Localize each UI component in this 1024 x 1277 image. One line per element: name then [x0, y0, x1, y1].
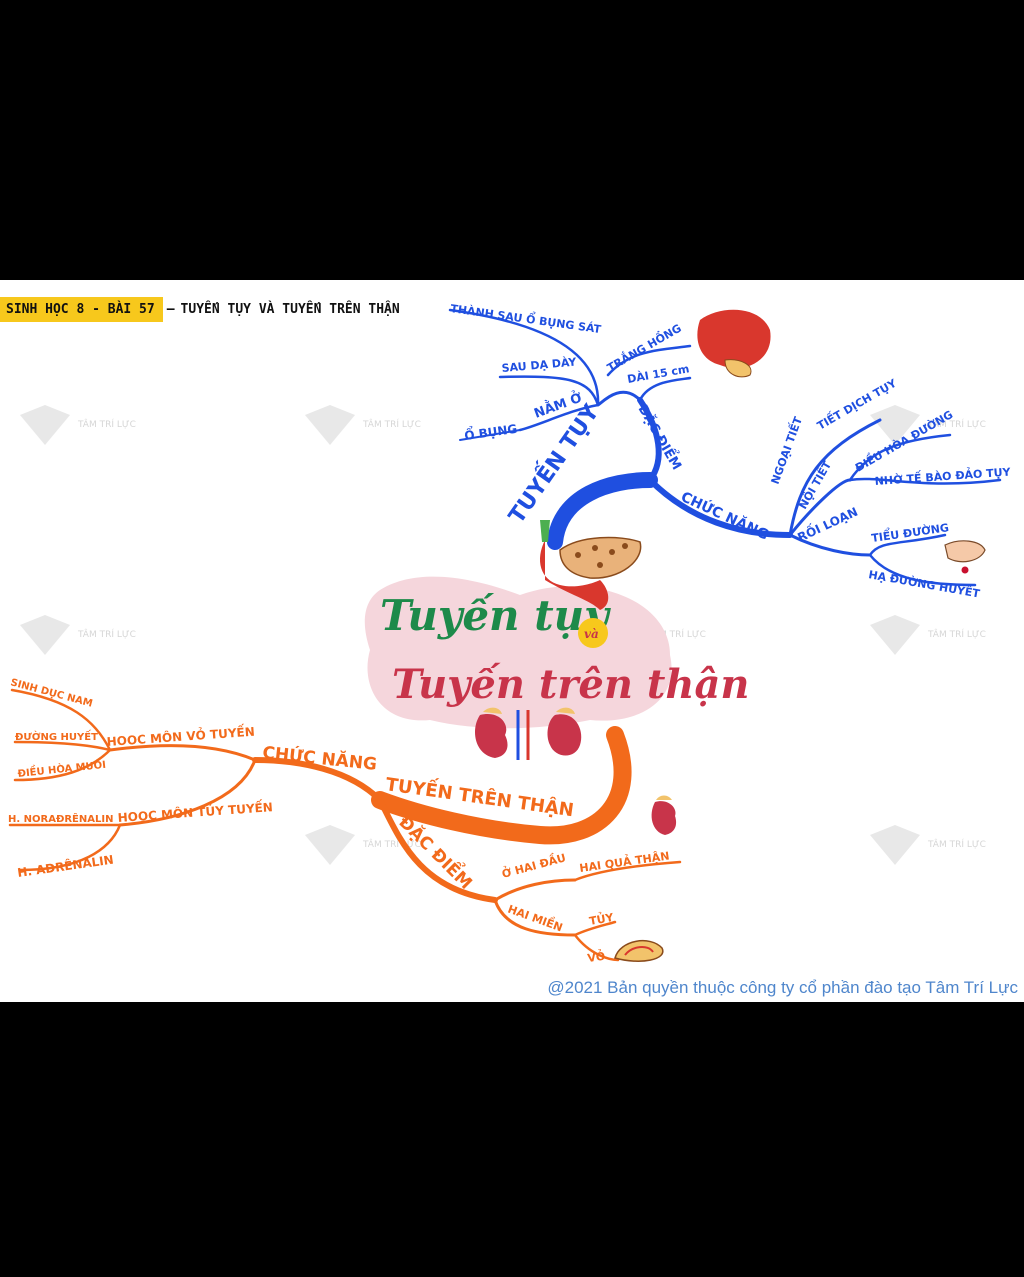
adrenal-zone-item-2: VỎ — [586, 949, 606, 965]
svg-text:TÂM TRÍ LỰC: TÂM TRÍ LỰC — [77, 628, 136, 640]
pancreas-location-item-1: THÀNH SAU Ổ BỤNG SÁT — [450, 300, 603, 336]
mind-map-sheet: TÂM TRÍ LỰC TÂM TRÍ LỰC TÂM TRÍ LỰC TÂM … — [0, 280, 1024, 1002]
pancreas-endocrine-label: NỘI TIẾT — [795, 458, 835, 512]
adrenal-zones-label: HAI MIỀN — [506, 902, 565, 935]
adrenal-section-illustration — [614, 940, 664, 962]
page-header: SINH HỌC 8 - BÀI 57 – TUYẾN TỤY VÀ TUYẾN… — [0, 294, 400, 324]
svg-text:TÂM TRÍ LỰC: TÂM TRÍ LỰC — [77, 418, 136, 430]
header-separator: – — [166, 301, 175, 317]
svg-text:TÂM TRÍ LỰC: TÂM TRÍ LỰC — [927, 628, 986, 640]
mind-map-canvas: TÂM TRÍ LỰC TÂM TRÍ LỰC TÂM TRÍ LỰC TÂM … — [8, 300, 1012, 965]
pancreas-location-item-2: SAU DẠ DÀY — [501, 355, 578, 375]
pancreas-length-label: DÀI 15 cm — [626, 362, 690, 386]
lesson-badge: SINH HỌC 8 - BÀI 57 — [0, 296, 163, 322]
kidney-small-illustration — [651, 795, 677, 835]
blood-test-illustration — [944, 540, 986, 574]
center-blob — [364, 576, 672, 729]
center-title-line1: Tuyến tụy — [380, 591, 611, 640]
adrenal-cortex-item-2: ĐƯỜNG HUYẾT — [15, 728, 98, 743]
adrenal-medulla-item-1: H. NORAĐRÊNALIN — [8, 812, 113, 825]
adrenal-zone-item-1: TỦY — [588, 910, 615, 928]
lesson-title: TUYẾN TỤY VÀ TUYẾN TRÊN THẬN — [180, 301, 400, 317]
pancreas-location-item-3: Ổ BỤNG — [463, 419, 518, 443]
adrenal-medulla-item-2: H. AĐRÊNALIN — [16, 852, 114, 880]
pancreas-illustration — [540, 520, 642, 610]
kidneys-illustration — [475, 707, 582, 760]
center-title-line2: Tuyến trên thận — [392, 661, 749, 708]
svg-text:TÂM TRÍ LỰC: TÂM TRÍ LỰC — [927, 838, 986, 850]
svg-text:TÂM TRÍ LỰC: TÂM TRÍ LỰC — [927, 418, 986, 430]
adrenal-branch — [8, 688, 682, 962]
pancreas-branch — [448, 308, 1002, 587]
pancreas-functions-label: CHỨC NĂNG — [678, 487, 771, 543]
svg-text:TÂM TRÍ LỰC: TÂM TRÍ LỰC — [362, 418, 421, 430]
center-title-connector: và — [584, 627, 599, 641]
adrenal-position-label: Ở HAI ĐẦU — [500, 850, 567, 881]
adrenal-medulla-label: HOOC MÔN TỦY TUYẾN — [117, 798, 273, 825]
pancreas-main-label: TUYẾN TỤY — [501, 397, 605, 528]
copyright-notice: @2021 Bản quyền thuộc công ty cổ phần đà… — [547, 978, 1018, 997]
adrenal-cortex-item-1: SINH DỤC NAM — [9, 677, 93, 709]
stomach-illustration — [697, 309, 771, 378]
center-connector-badge — [578, 618, 608, 648]
pancreas-exocrine-label: NGOẠI TIẾT — [767, 414, 805, 486]
adrenal-position-item: HAI QUẢ THẬN — [578, 848, 670, 874]
